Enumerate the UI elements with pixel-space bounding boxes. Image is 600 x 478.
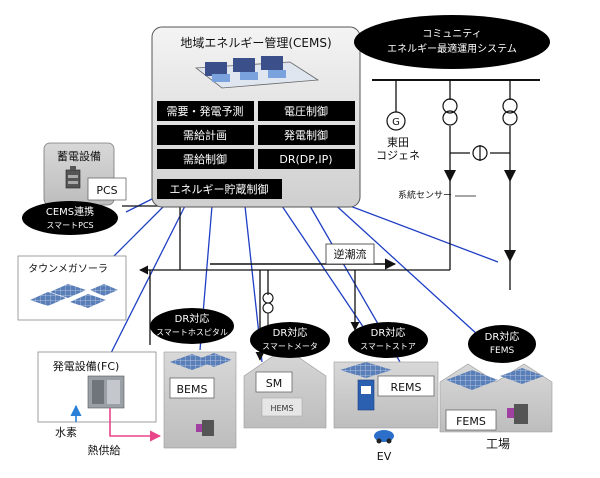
community-system-badge: コミュニティ エネルギー最適運用システム (354, 15, 550, 69)
switch-icon (472, 145, 488, 161)
func-plan[interactable] (157, 125, 254, 145)
generator-icon (386, 111, 406, 131)
link-solar (111, 199, 171, 259)
sm-label: SM (266, 377, 282, 390)
func-dr[interactable] (258, 149, 355, 169)
store-badge-line1: DR対応 (371, 326, 406, 339)
heat-label: 熱供給 (88, 443, 121, 457)
meter-badge-line1: DR対応 (273, 326, 308, 339)
func-generation-label: 発電制御 (284, 128, 328, 142)
sensor-label: 系統センサー (398, 189, 452, 201)
bems-box (169, 377, 215, 399)
func-forecast-label: 需要・発電予測 (167, 104, 244, 118)
factory-solar-icon (446, 370, 498, 390)
smart-meter-house: SM HEMS DR対応 スマートメータ (243, 322, 330, 429)
grid-equipment: G 東田 コジェネ 系統センサー (376, 98, 518, 262)
sm-box (255, 371, 293, 393)
link-fuel-cell (109, 205, 186, 356)
link-store (281, 205, 373, 341)
rems-label: REMS (390, 381, 421, 394)
smart-hospital: BEMS DR対応 スマートホスピタル (150, 308, 237, 449)
func-plan-label: 需給計画 (183, 128, 227, 142)
transformer-1-icon (442, 98, 458, 126)
func-dr-label: DR(DP,IP) (279, 153, 332, 166)
cems-function-grid: 需要・発電予測 電圧制御 需給計画 発電制御 需給制御 DR(DP,IP) エネ… (157, 101, 355, 199)
func-supply-demand[interactable] (157, 149, 254, 169)
sensor-triangle-2 (504, 170, 516, 182)
cems-panel: 地域エネルギー管理(CEMS) 需要・発電予測 電圧制御 需給計画 発電制御 需… (151, 26, 361, 208)
community-line1: コミュニティ (422, 29, 481, 40)
hospital-badge-line1: DR対応 (175, 312, 210, 325)
solar-panel-icon (30, 284, 118, 308)
hospital-battery-icon (196, 420, 214, 436)
battery-icon (65, 166, 81, 189)
fuel-cell-title: 発電設備(FC) (53, 359, 120, 373)
func-generation[interactable] (258, 125, 355, 145)
rems-box (377, 375, 435, 397)
heat-arrow (109, 408, 162, 442)
power-lines (122, 79, 540, 361)
func-storage-control-label: エネルギー貯蔵制御 (170, 182, 269, 196)
storage-badge-line1: CEMS連携 (46, 205, 94, 218)
transformer-2-icon (502, 98, 518, 126)
cogen-line2: コジェネ (376, 149, 420, 162)
link-factory (329, 199, 479, 336)
generator-symbol: G (392, 117, 400, 128)
func-forecast[interactable] (157, 101, 254, 121)
factory-battery-icon (507, 404, 528, 424)
storage-badge-line2: スマートPCS (46, 221, 93, 230)
mega-solar: タウンメガソーラ (17, 255, 127, 321)
community-line2: エネルギー最適運用システム (387, 42, 517, 55)
func-storage-control[interactable] (157, 179, 282, 199)
ev-car-icon (374, 430, 394, 444)
meter-badge-line2: スマートメータ (262, 342, 318, 351)
hospital-badge-line2: スマートホスピタル (156, 328, 228, 337)
cogen-line1: 東田 (387, 136, 409, 149)
pcs-label: PCS (96, 184, 117, 197)
storage-facility: 蓄電設備 PCS CEMS連携 スマートPCS (22, 142, 127, 235)
cems-title: 地域エネルギー管理(CEMS) (180, 35, 331, 50)
hems-box (261, 397, 303, 417)
fems-label: FEMS (456, 415, 486, 428)
factory-badge-line2: FEMS (490, 346, 515, 356)
storage-feed (122, 205, 181, 270)
bems-label: BEMS (177, 383, 208, 396)
factory-badge-line1: DR対応 (485, 330, 520, 343)
store-solar-icon (340, 362, 392, 378)
fems-box (445, 409, 497, 431)
reverse-flow-box: 逆潮流 (325, 243, 375, 265)
fuel-cell-facility: 発電設備(FC) 水素 熱供給 (37, 351, 162, 457)
func-supply-demand-label: 需給制御 (183, 152, 227, 166)
pcs-box (87, 177, 127, 201)
sensor-triangle-3 (504, 250, 516, 262)
ev-charger-icon (357, 379, 375, 411)
fuel-cell-unit-icon (87, 375, 125, 409)
server-icon (194, 56, 320, 89)
sensor-triangle-1 (444, 170, 456, 182)
solar-title: タウンメガソーラ (28, 263, 108, 275)
smart-store: REMS EV DR対応 スマートストア (333, 322, 439, 463)
store-badge-line2: スマートストア (360, 342, 416, 351)
factory-label: 工場 (486, 437, 510, 451)
link-sensor (349, 205, 499, 263)
func-voltage[interactable] (258, 101, 355, 121)
func-voltage-label: 電圧制御 (284, 104, 328, 118)
ev-label: EV (377, 450, 392, 463)
factory: FEMS 工場 DR対応 FEMS (439, 325, 553, 451)
hems-label: HEMS (270, 404, 293, 413)
hydrogen-label: 水素 (55, 426, 77, 439)
storage-title: 蓄電設備 (57, 149, 101, 163)
reverse-flow-label: 逆潮流 (334, 247, 367, 261)
